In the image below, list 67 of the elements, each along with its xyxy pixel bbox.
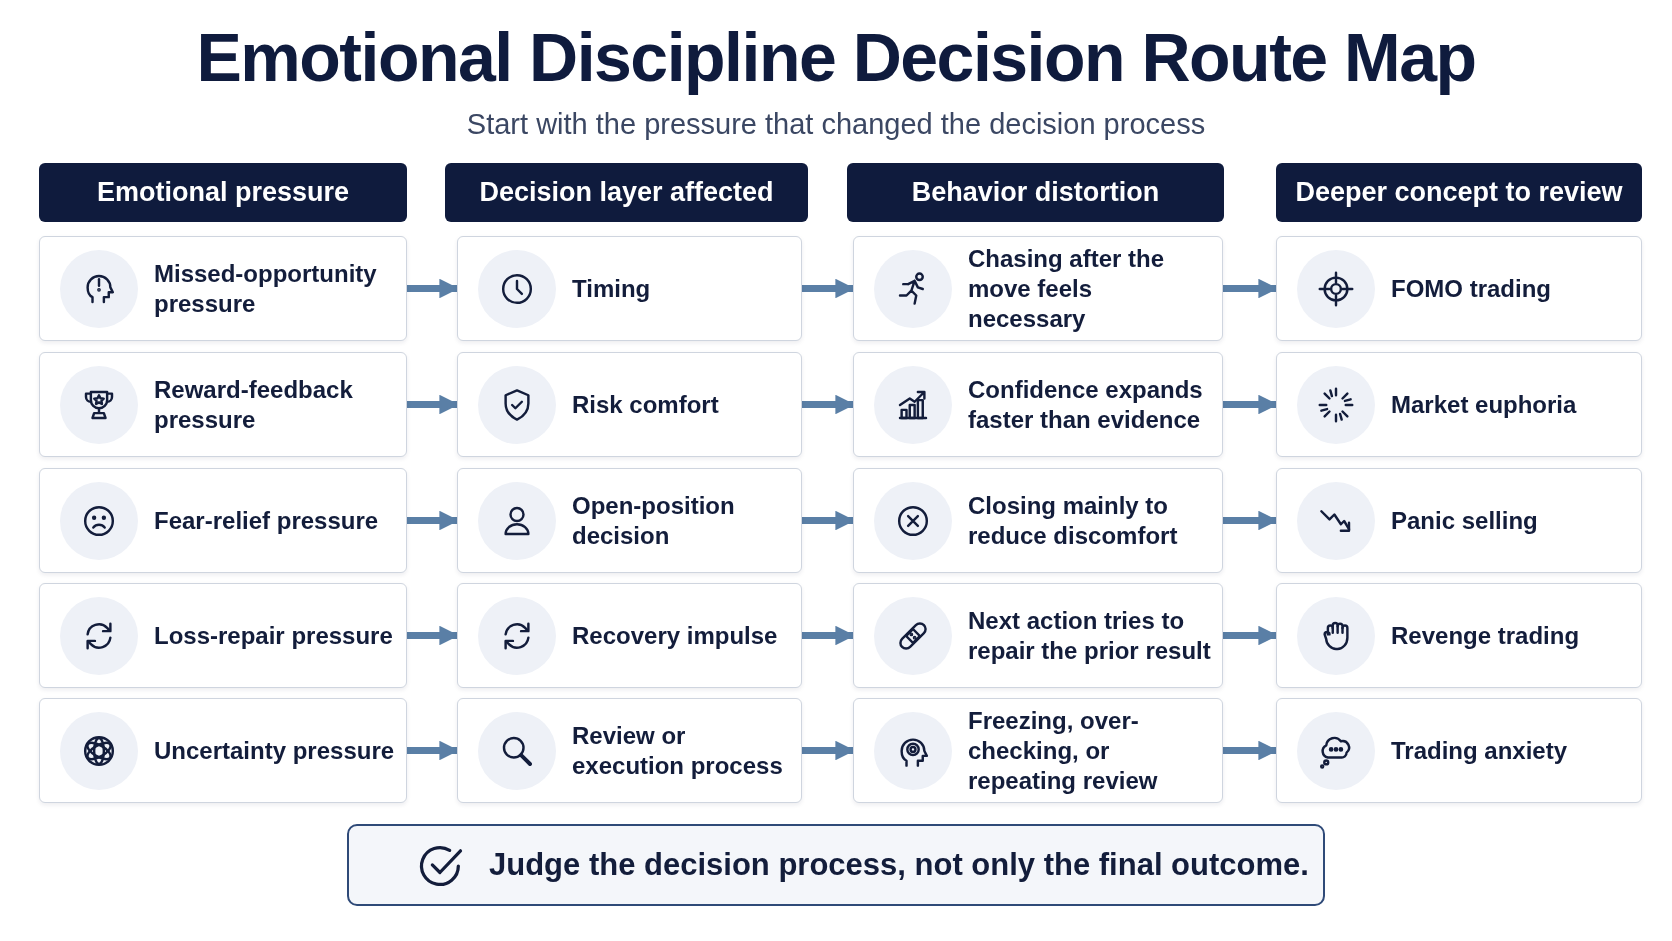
card-text: Recovery impulse	[572, 620, 778, 651]
arrow	[802, 740, 855, 761]
column-header	[847, 163, 1224, 222]
step-card	[39, 468, 407, 573]
arrow	[802, 278, 855, 299]
step-card	[457, 236, 802, 341]
arrow	[407, 394, 459, 415]
step-card	[853, 468, 1223, 573]
arrow	[1223, 278, 1278, 299]
card-text: Review or execution process	[572, 720, 784, 781]
arrow	[1223, 625, 1278, 646]
step-card	[1276, 468, 1642, 573]
card-text: Confidence expands faster than evidence	[968, 374, 1204, 435]
step-card	[457, 468, 802, 573]
header-text: Behavior distortion	[911, 177, 1160, 208]
card-text: Chasing after the move feels necessary	[968, 243, 1166, 334]
arrow	[1223, 394, 1278, 415]
step-card	[853, 583, 1223, 688]
card-text: FOMO trading	[1391, 273, 1551, 304]
card-text: Missed-opportunity pressure	[154, 258, 378, 319]
step-card	[457, 583, 802, 688]
note-box	[347, 824, 1325, 906]
title: Emotional Discipline Decision Route Map	[195, 18, 1477, 96]
card-text: Reward-feedback pressure	[154, 374, 354, 435]
note-text: Judge the decision process, not only the final outcome.	[489, 847, 1309, 883]
step-card	[853, 352, 1223, 457]
card-text: Loss-repair pressure	[154, 620, 393, 651]
step-card	[457, 352, 802, 457]
arrow	[407, 278, 459, 299]
header-text: Deeper concept to review	[1295, 177, 1623, 208]
header-text: Emotional pressure	[96, 177, 350, 208]
arrow	[407, 510, 459, 531]
column-header	[445, 163, 808, 222]
card-text: Risk comfort	[572, 389, 719, 420]
card-text: Timing	[572, 273, 651, 304]
arrow	[1223, 510, 1278, 531]
subtitle: Start with the pressure that changed the decision process	[465, 108, 1207, 141]
step-card	[39, 236, 407, 341]
step-card	[853, 236, 1223, 341]
step-card	[1276, 236, 1642, 341]
card-text: Freezing, over-checking, or repeating review	[968, 705, 1159, 796]
step-card	[1276, 583, 1642, 688]
step-card	[1276, 698, 1642, 803]
step-card	[39, 698, 407, 803]
card-text: Closing mainly to reduce discomfort	[968, 490, 1179, 551]
step-card	[39, 352, 407, 457]
step-card	[853, 698, 1223, 803]
column-header	[39, 163, 407, 222]
step-card	[39, 583, 407, 688]
card-text: Next action tries to repair the prior result	[968, 605, 1212, 666]
step-card	[1276, 352, 1642, 457]
arrow	[802, 625, 855, 646]
arrow	[802, 510, 855, 531]
arrow	[802, 394, 855, 415]
card-text: Fear-relief pressure	[154, 505, 379, 536]
card-text: Market euphoria	[1391, 389, 1577, 420]
arrow	[407, 740, 459, 761]
card-text: Open-position decision	[572, 490, 736, 551]
arrow	[407, 625, 459, 646]
card-text: Panic selling	[1391, 505, 1538, 536]
step-card	[457, 698, 802, 803]
card-text: Uncertainty pressure	[154, 735, 395, 766]
arrow	[1223, 740, 1278, 761]
column-header	[1276, 163, 1642, 222]
card-text: Trading anxiety	[1391, 735, 1568, 766]
card-text: Revenge trading	[1391, 620, 1580, 651]
header-text: Decision layer affected	[479, 177, 774, 208]
